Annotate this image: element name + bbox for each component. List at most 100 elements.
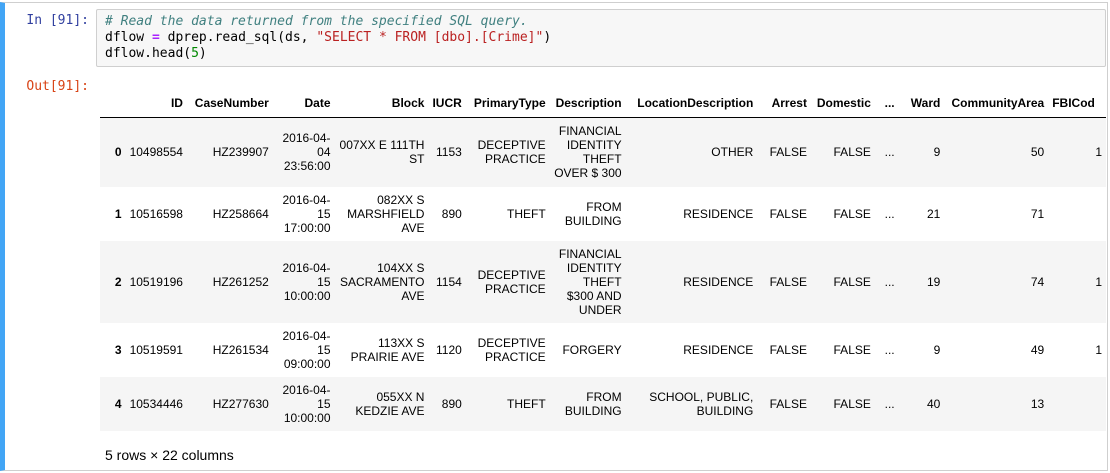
table-row: 1 10516598 HZ258664 2016-04-15 17:00:00 … [100,187,1106,241]
table-cell: FROM BUILDING [564,389,622,418]
table-cell: FINANCIAL IDENTITY THEFT OVER $ 300 [554,124,622,181]
row-index: 4 [114,396,122,411]
table-cell: 21 [926,206,941,221]
input-prompt: In [91]: [26,13,89,28]
column-header: CaseNumber [186,89,273,118]
table-cell: THEFT [506,206,546,221]
table-cell: 2016-04-15 09:00:00 [282,328,331,371]
table-cell: FALSE [833,206,871,221]
table-cell: 9 [933,145,941,160]
code-comment: # Read the data returned from the specif… [105,14,528,29]
table-cell: ... [884,274,895,289]
table-cell: 50 [1030,145,1045,160]
table-cell: 113XX S PRAIRIE AVE [350,335,425,364]
table-cell: HZ261252 [212,274,269,289]
table-cell: FALSE [769,274,807,289]
table-cell [1048,377,1106,431]
table-cell: 71 [1030,206,1045,221]
column-header: ... [874,89,899,118]
row-index: 1 [114,206,122,221]
table-cell: 1 [1095,145,1102,160]
table-cell: 2016-04-15 10:00:00 [282,260,331,303]
table-cell: HZ239907 [212,145,269,160]
table-cell: 890 [441,206,462,221]
table-cell [1048,187,1106,241]
table-cell: SCHOOL, PUBLIC, BUILDING [649,389,754,418]
column-header: PrimaryType [465,89,550,118]
table-header-row: ID CaseNumber Date Block IUCR PrimaryTyp… [100,89,1106,118]
table-cell: FALSE [833,274,871,289]
table-cell: FALSE [833,342,871,357]
table-cell: HZ277630 [212,396,269,411]
table-cell: HZ258664 [212,206,269,221]
table-row: 4 10534446 HZ277630 2016-04-15 10:00:00 … [100,376,1106,431]
column-header: LocationDescription [625,89,758,118]
table-cell: 1 [1095,274,1102,289]
table-row: 3 10519591 HZ261534 2016-04-15 09:00:00 … [100,323,1106,377]
table-cell: 2016-04-04 23:56:00 [282,131,331,174]
table-cell: 10534446 [129,396,183,411]
table-cell: 10519591 [129,342,183,357]
table-cell: FALSE [769,396,807,411]
table-row: 0 10498554 HZ239907 2016-04-04 23:56:00 … [100,117,1106,187]
column-header: Ward [898,89,945,118]
table-cell: FORGERY [562,342,622,357]
table-cell: ... [884,396,895,411]
table-cell: OTHER [711,145,754,160]
column-header: FBICod [1048,89,1106,118]
column-header: CommunityArea [944,89,1049,118]
table-cell: ... [884,342,895,357]
table-cell: FALSE [769,342,807,357]
code-editor[interactable]: # Read the data returned from the specif… [96,9,1106,67]
row-index: 0 [114,145,122,160]
table-cell: FINANCIAL IDENTITY THEFT $300 AND UNDER [558,246,622,317]
dataframe-table: ID CaseNumber Date Block IUCR PrimaryTyp… [100,89,1106,431]
table-cell: FALSE [833,145,871,160]
table-cell: RESIDENCE [683,342,754,357]
table-cell: DECEPTIVE PRACTICE [477,138,546,167]
table-cell: 10519196 [129,274,183,289]
table-cell: 890 [441,396,462,411]
table-cell: THEFT [506,396,546,411]
table-cell: 49 [1030,342,1045,357]
table-cell: 2016-04-15 10:00:00 [282,382,331,425]
column-header: IUCR [428,89,466,118]
table-cell: 9 [933,342,941,357]
table-cell: ... [884,206,895,221]
column-header: Date [272,89,335,118]
table-cell: 19 [926,274,941,289]
code-line-3: dflow.head(5) [105,46,207,61]
column-header: Description [549,89,626,118]
table-cell: RESIDENCE [683,206,754,221]
code-line-2: dflow = dprep.read_sql(ds, "SELECT * FRO… [105,30,552,45]
row-index: 2 [114,274,122,289]
table-cell: 74 [1030,274,1045,289]
table-cell: ... [884,145,895,160]
table-row: 2 10519196 HZ261252 2016-04-15 10:00:00 … [100,240,1106,323]
row-index: 3 [114,342,122,357]
table-cell: 1 [1095,342,1102,357]
output-area: ID CaseNumber Date Block IUCR PrimaryTyp… [100,89,1106,432]
column-header: Block [334,89,429,118]
table-cell: FALSE [769,206,807,221]
table-cell: 40 [926,396,941,411]
table-cell: DECEPTIVE PRACTICE [477,335,546,364]
dataframe-shape-summary: 5 rows × 22 columns [105,447,234,463]
table-cell: 007XX E 111TH ST [339,138,425,167]
table-cell: 1120 [436,342,462,357]
column-header: ID [125,89,187,118]
column-header [100,89,126,118]
table-cell: 104XX S SACRAMENTO AVE [340,260,425,303]
table-cell: 10498554 [129,145,183,160]
table-cell: 13 [1030,396,1045,411]
table-cell: 082XX S MARSHFIELD AVE [347,192,425,235]
table-cell: 10516598 [129,206,183,221]
table-cell: 2016-04-15 17:00:00 [282,192,331,235]
output-prompt: Out[91]: [26,79,89,94]
table-cell: 1153 [436,145,462,160]
table-cell: DECEPTIVE PRACTICE [477,267,546,296]
table-cell: 1154 [436,274,462,289]
column-header: Domestic [810,89,875,118]
table-cell: RESIDENCE [683,274,754,289]
